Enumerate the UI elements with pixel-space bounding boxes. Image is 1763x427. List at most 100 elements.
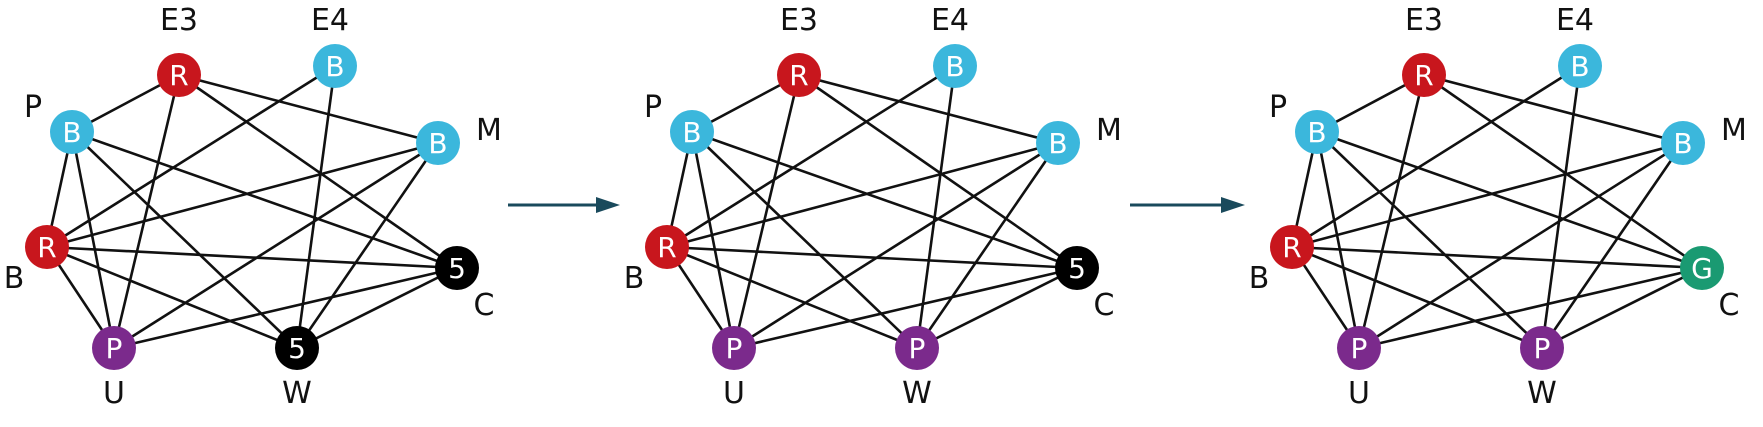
- node-E4: BE4: [931, 3, 977, 88]
- node-circle: [416, 121, 460, 165]
- edge-M-B: [1291, 141, 1684, 249]
- node-circle: [1036, 121, 1080, 165]
- node-C: GC: [1680, 246, 1739, 323]
- edge-M-B: [46, 141, 439, 249]
- node-circle: [50, 110, 94, 154]
- node-C: 5C: [1055, 246, 1114, 323]
- arrow-head: [596, 197, 620, 213]
- node-circle: [25, 225, 69, 269]
- node-circle: [1661, 121, 1705, 165]
- edge-M-U: [113, 141, 439, 350]
- node-label: W: [1527, 376, 1557, 411]
- edge-C-W: [296, 266, 458, 350]
- node-circle: [275, 326, 319, 370]
- node-C: 5C: [435, 246, 494, 323]
- node-P: BP: [644, 90, 714, 154]
- node-E4: BE4: [311, 3, 357, 88]
- node-label: P: [24, 90, 42, 125]
- edge-C-W: [1541, 266, 1703, 350]
- node-B: RB: [4, 225, 69, 296]
- edge-E4-B: [46, 64, 336, 249]
- node-label: W: [282, 376, 312, 411]
- node-circle: [1337, 326, 1381, 370]
- edge-B-C: [46, 245, 458, 270]
- node-value: 5: [1068, 252, 1086, 285]
- edge-M-W: [295, 142, 440, 349]
- node-value: B: [428, 127, 447, 160]
- node-value: P: [1534, 332, 1551, 365]
- node-circle: [1295, 110, 1339, 154]
- node-value: P: [1351, 332, 1368, 365]
- edge-M-B: [666, 141, 1059, 249]
- node-value: R: [169, 59, 188, 92]
- node-label: C: [1719, 288, 1740, 323]
- node-label: U: [1348, 376, 1370, 411]
- arrow-head: [1221, 197, 1245, 213]
- node-label: E3: [780, 3, 818, 38]
- arrows-layer: [508, 197, 1245, 213]
- graph-2-edges: [665, 64, 1078, 350]
- node-value: P: [106, 332, 123, 365]
- node-circle: [712, 326, 756, 370]
- node-circle: [1055, 246, 1099, 290]
- edge-E3-M: [798, 73, 1059, 145]
- edge-E4-W: [915, 65, 957, 349]
- node-value: B: [325, 50, 344, 83]
- node-value: R: [657, 231, 676, 264]
- transition-arrow-2: [1130, 197, 1245, 213]
- graph-1-edges: [45, 64, 458, 350]
- edge-P-W: [71, 131, 298, 349]
- edge-E4-W: [1540, 65, 1582, 349]
- edge-P-C: [1316, 130, 1703, 270]
- node-label: B: [4, 261, 25, 296]
- edge-E4-W: [295, 65, 337, 349]
- edge-P-W: [1316, 131, 1543, 349]
- node-label: E3: [160, 3, 198, 38]
- edge-P-C: [691, 130, 1078, 270]
- node-value: B: [1048, 127, 1067, 160]
- edge-B-C: [666, 245, 1078, 270]
- node-value: B: [682, 116, 701, 149]
- node-circle: [157, 53, 201, 97]
- node-label: E4: [1556, 3, 1594, 38]
- node-label: B: [1249, 261, 1270, 296]
- edge-C-W: [916, 266, 1078, 350]
- node-label: W: [902, 376, 932, 411]
- node-circle: [933, 44, 977, 88]
- node-value: B: [1307, 116, 1326, 149]
- edge-P-W: [691, 131, 918, 349]
- node-label: P: [1269, 90, 1287, 125]
- node-value: R: [1414, 59, 1433, 92]
- node-circle: [92, 326, 136, 370]
- edge-M-W: [915, 142, 1060, 349]
- node-P: BP: [1269, 90, 1339, 154]
- node-value: R: [37, 231, 56, 264]
- edge-M-U: [1358, 141, 1684, 350]
- edge-E3-C: [1423, 73, 1703, 270]
- node-value: 5: [448, 252, 466, 285]
- node-label: M: [1721, 113, 1747, 148]
- node-value: P: [909, 332, 926, 365]
- node-value: B: [1673, 127, 1692, 160]
- edge-B-W: [46, 245, 298, 350]
- node-E3: RE3: [1402, 3, 1446, 97]
- node-label: M: [1096, 113, 1122, 148]
- node-label: U: [723, 376, 745, 411]
- node-W: PW: [895, 326, 939, 411]
- edge-C-U: [733, 266, 1078, 350]
- node-circle: [435, 246, 479, 290]
- node-value: B: [1570, 50, 1589, 83]
- node-label: M: [476, 113, 502, 148]
- node-value: B: [62, 116, 81, 149]
- node-circle: [670, 110, 714, 154]
- edge-E3-U: [1357, 74, 1426, 349]
- edge-E3-U: [112, 74, 181, 349]
- edge-B-W: [666, 245, 918, 350]
